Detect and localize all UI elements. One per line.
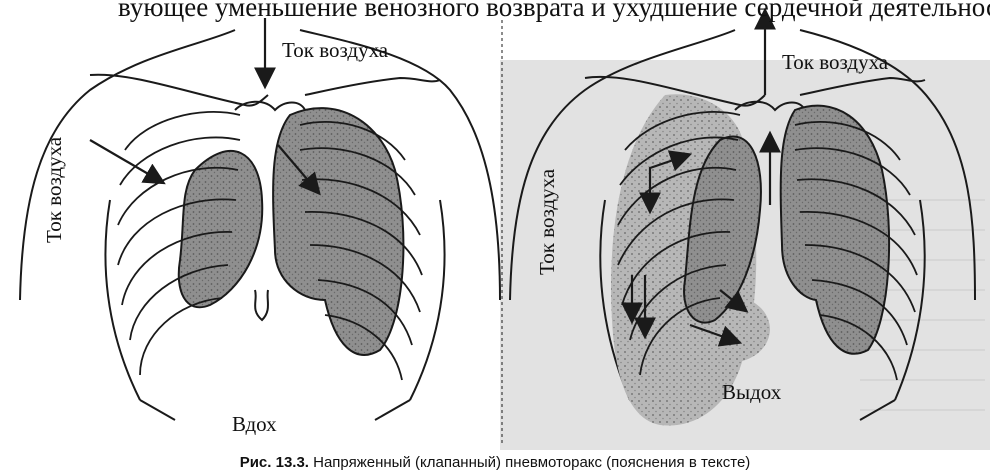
left-figure-collapsed-lung	[179, 151, 262, 307]
figure-caption: Рис. 13.3. Напряженный (клапанный) пневм…	[0, 454, 990, 471]
left-airflow-side-label: Ток воздуха	[42, 137, 67, 243]
left-phase-label: Вдох	[232, 412, 277, 437]
caption-text: Напряженный (клапанный) пневмоторакс (по…	[309, 454, 750, 471]
right-airflow-top-label: Ток воздуха	[782, 50, 888, 75]
caption-prefix: Рис. 13.3.	[240, 454, 309, 471]
header-text: вующее уменьшение венозного возврата и у…	[118, 0, 990, 23]
left-airflow-top-label: Ток воздуха	[282, 38, 388, 63]
right-phase-label: Выдох	[722, 380, 781, 405]
right-airflow-side-label: Ток воздуха	[535, 169, 560, 275]
